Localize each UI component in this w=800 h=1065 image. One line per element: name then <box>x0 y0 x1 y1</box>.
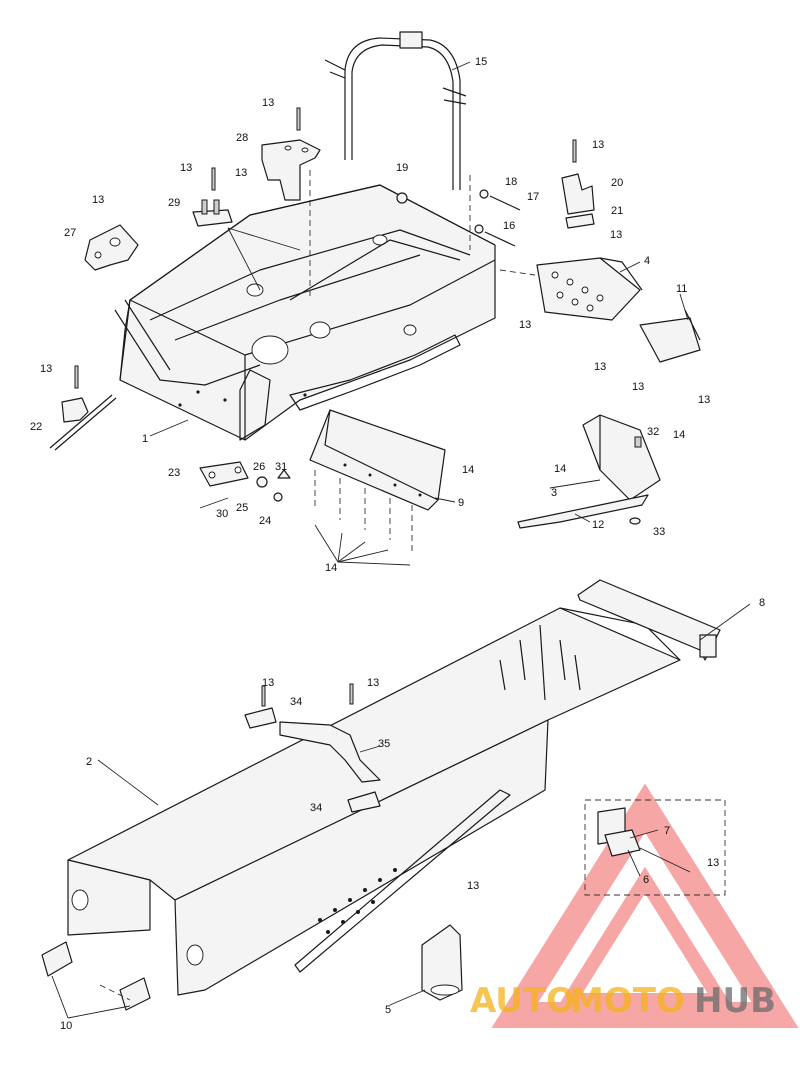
watermark-logo <box>491 783 799 1028</box>
callout-4: 4 <box>644 255 650 267</box>
callout-26: 26 <box>253 461 265 473</box>
callout-13: 13 <box>92 194 104 206</box>
callout-13: 13 <box>262 97 274 109</box>
callout-20: 20 <box>611 177 623 189</box>
callout-13: 13 <box>707 857 719 869</box>
callout-labels: 1 2 3 4 5 6 7 8 9 10 11 12 13 13 13 13 1… <box>30 56 765 1032</box>
callout-13: 13 <box>367 677 379 689</box>
fasteners <box>74 107 577 707</box>
watermark-hub: HUB <box>694 981 776 1021</box>
callout-8: 8 <box>759 597 765 609</box>
bracket-34-35 <box>244 707 381 813</box>
callout-2: 2 <box>86 756 92 768</box>
watermark-auto: AUTO <box>470 981 575 1021</box>
callout-13: 13 <box>40 363 52 375</box>
callout-12: 12 <box>592 519 604 531</box>
callout-17: 17 <box>527 191 539 203</box>
callout-13: 13 <box>519 319 531 331</box>
brackets-10 <box>41 941 151 1011</box>
bracket-27 <box>84 224 139 271</box>
snowflap-8 <box>577 579 721 661</box>
callout-5: 5 <box>385 1004 391 1016</box>
hinge-23-31 <box>199 461 291 509</box>
callout-18: 18 <box>505 176 517 188</box>
callout-15: 15 <box>475 56 487 68</box>
callout-6: 6 <box>643 874 649 886</box>
callout-32: 32 <box>647 426 659 438</box>
callout-31: 31 <box>275 461 287 473</box>
watermark-text: AUTO MOTO HUB <box>470 981 776 1021</box>
callout-7: 7 <box>664 825 670 837</box>
tunnel-2 <box>67 607 681 996</box>
callout-21: 21 <box>611 205 623 217</box>
callout-28: 28 <box>236 132 248 144</box>
bracket-5 <box>421 924 463 1001</box>
callout-13: 13 <box>698 394 710 406</box>
callout-13: 13 <box>610 229 622 241</box>
callout-24: 24 <box>259 515 271 527</box>
callout-1: 1 <box>142 433 148 445</box>
callout-16: 16 <box>503 220 515 232</box>
callout-13: 13 <box>592 139 604 151</box>
callout-25: 25 <box>236 502 248 514</box>
callout-22: 22 <box>30 421 42 433</box>
callout-14: 14 <box>554 463 566 475</box>
callout-14: 14 <box>673 429 685 441</box>
callout-34: 34 <box>290 696 302 708</box>
callout-29: 29 <box>168 197 180 209</box>
callout-13: 13 <box>467 880 479 892</box>
callout-13: 13 <box>632 381 644 393</box>
callout-13: 13 <box>262 677 274 689</box>
watermark-moto: MOTO <box>570 981 685 1021</box>
callout-35: 35 <box>378 738 390 750</box>
callout-11: 11 <box>676 283 687 295</box>
callout-13: 13 <box>235 167 247 179</box>
callout-10: 10 <box>60 1020 72 1032</box>
callout-33: 33 <box>653 526 665 538</box>
bracket-28-29 <box>192 139 321 300</box>
callout-13: 13 <box>180 162 192 174</box>
callout-19: 19 <box>396 162 408 174</box>
leader-lines <box>51 61 751 1019</box>
part-22 <box>49 394 117 451</box>
bracket-3-12 <box>517 414 661 529</box>
callout-14: 14 <box>325 562 337 574</box>
callout-9: 9 <box>458 497 464 509</box>
callout-3: 3 <box>551 487 557 499</box>
bracket-4-11-20-21 <box>499 173 701 363</box>
callout-14: 14 <box>462 464 474 476</box>
callout-13: 13 <box>594 361 606 373</box>
detail-box-6-7 <box>584 799 726 896</box>
tunnel-perforations <box>318 868 397 934</box>
callout-23: 23 <box>168 467 180 479</box>
callout-34: 34 <box>310 802 322 814</box>
callout-30: 30 <box>216 508 228 520</box>
steering-support-hoop <box>324 31 471 250</box>
panel-9 <box>309 409 446 566</box>
callout-27: 27 <box>64 227 76 239</box>
front-frame-assembly <box>114 184 496 441</box>
